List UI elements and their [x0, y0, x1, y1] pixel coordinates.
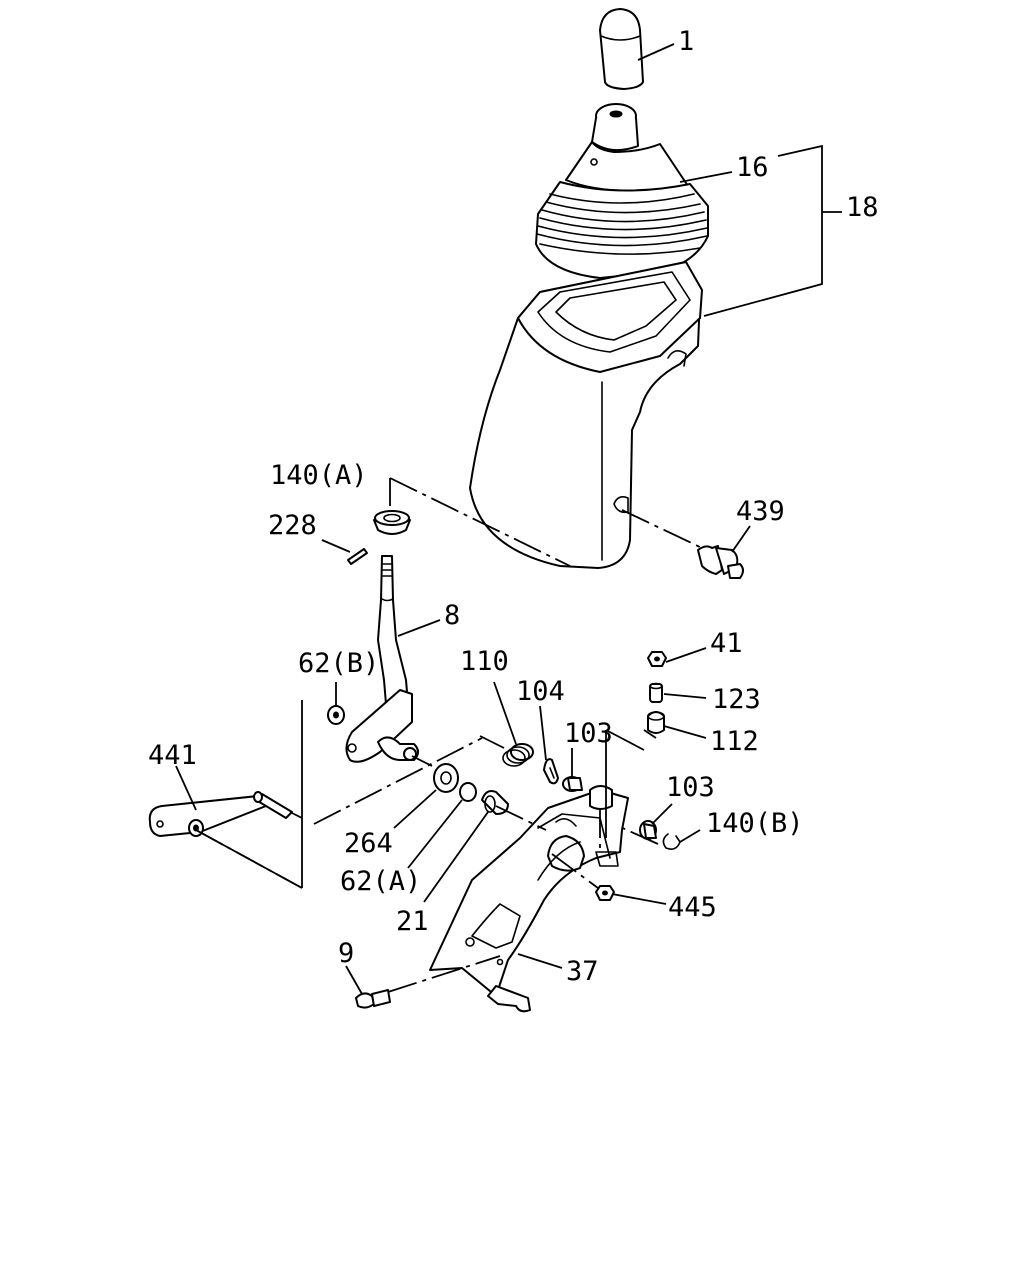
- shift-knob: [599, 8, 644, 90]
- label-18: 18: [846, 192, 879, 223]
- clip-140b: [662, 833, 681, 850]
- part-labels: 1 16 18 140(A) 228 439 8 62(B) 110 104 1…: [148, 26, 879, 987]
- console-cover: [469, 261, 703, 569]
- washer-264: [433, 763, 459, 793]
- label-264: 264: [344, 828, 393, 859]
- leader-lines: [175, 43, 842, 995]
- label-62a: 62(A): [340, 866, 421, 897]
- bushing-103-lower: [639, 820, 657, 840]
- label-110: 110: [460, 646, 509, 677]
- label-439: 439: [736, 496, 785, 527]
- assembly-lines: [195, 477, 703, 993]
- spring-110: [502, 743, 534, 767]
- grommet-140a: [373, 510, 411, 535]
- label-140a: 140(A): [270, 460, 368, 491]
- bushing-62a: [459, 782, 477, 802]
- bolt-439: [697, 545, 744, 579]
- collar-123: [649, 682, 663, 703]
- label-21: 21: [396, 906, 429, 937]
- shift-boot: [535, 103, 709, 279]
- label-62b: 62(B): [298, 648, 379, 679]
- label-445: 445: [668, 892, 717, 923]
- label-16: 16: [736, 152, 769, 183]
- label-103-upper: 103: [564, 718, 613, 749]
- bushing-112: [647, 711, 665, 734]
- bushing-62b: [327, 705, 345, 725]
- bracket-37: [429, 785, 629, 1013]
- label-123: 123: [712, 684, 761, 715]
- label-103-lower: 103: [666, 772, 715, 803]
- label-9: 9: [338, 938, 354, 969]
- label-8: 8: [444, 600, 460, 631]
- label-140b: 140(B): [706, 808, 804, 839]
- link-441: [148, 791, 293, 837]
- nut-41: [647, 651, 667, 667]
- nut-445: [595, 885, 615, 901]
- label-228: 228: [268, 510, 317, 541]
- label-104: 104: [516, 676, 565, 707]
- label-41: 41: [710, 628, 743, 659]
- pin-228: [347, 548, 368, 565]
- bolt-9: [355, 989, 391, 1009]
- label-441: 441: [148, 740, 197, 771]
- label-1: 1: [678, 26, 694, 57]
- label-112: 112: [710, 726, 759, 757]
- shift-lever: [345, 555, 419, 763]
- label-37: 37: [566, 956, 599, 987]
- bushing-103-upper: [562, 776, 583, 792]
- washer-104: [543, 758, 559, 785]
